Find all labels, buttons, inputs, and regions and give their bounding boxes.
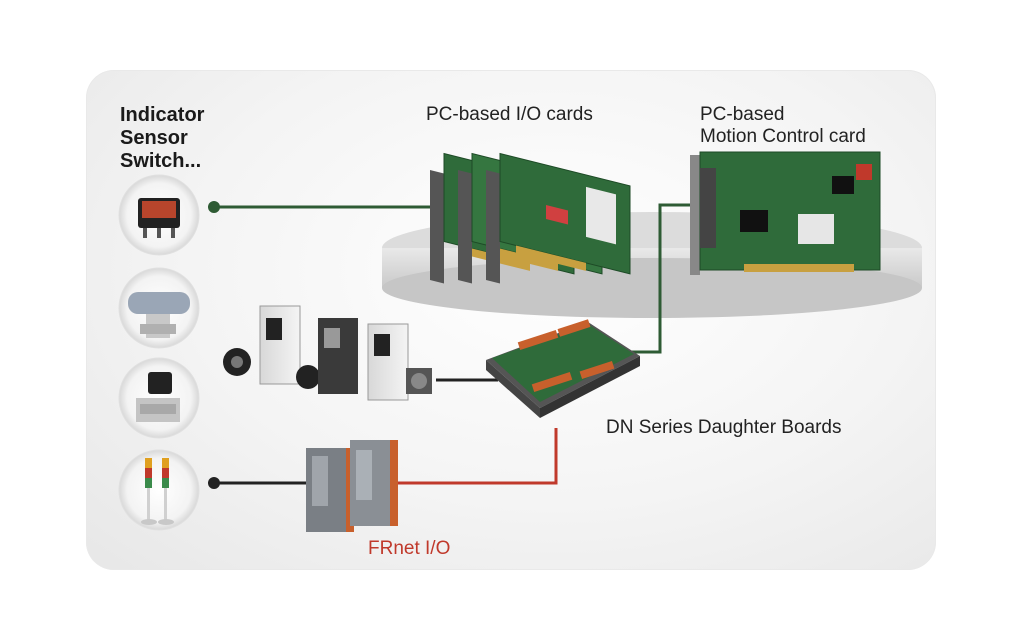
switch-device: [118, 174, 200, 256]
io-cards-label: PC-based I/O cards: [426, 104, 593, 125]
io-cards-image: [430, 152, 631, 284]
switch-label: Switch...: [120, 150, 202, 172]
indicator-dot: [208, 477, 220, 489]
sensor-valve-device: [118, 357, 200, 439]
indicator-label: Indicator: [120, 104, 205, 126]
daughter-boards-label: DN Series Daughter Boards: [606, 417, 842, 438]
servo-drives-image: [223, 305, 432, 401]
device-category-label: Indicator Sensor Switch...: [120, 104, 204, 173]
frnet-to-dn-line: [398, 428, 558, 485]
frnet-label: FRnet I/O: [368, 538, 451, 559]
pneumatic-valve-device: [118, 267, 200, 349]
motion-card-label-line2: Motion Control card: [700, 126, 866, 147]
sensor-label: Sensor: [120, 127, 188, 149]
motion-to-dn-line: [616, 203, 698, 354]
motion-card-label-line1: PC-based: [700, 104, 785, 125]
dn-board-image: [486, 319, 640, 418]
switch-dot: [208, 201, 220, 213]
motion-card-image: [690, 151, 881, 275]
signal-tower-device: [118, 449, 200, 531]
connection-lines: [208, 201, 698, 489]
frnet-modules-image: [306, 440, 398, 532]
motion-card-label: PC-based Motion Control card: [700, 104, 866, 148]
